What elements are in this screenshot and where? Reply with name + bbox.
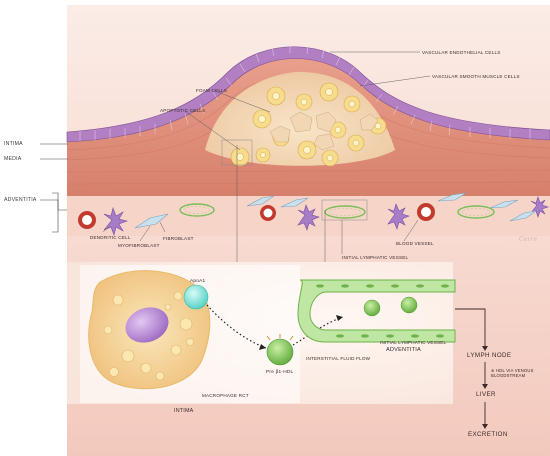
blood-vessel-2 [260,205,276,221]
macrophage-nucleus [125,307,169,343]
apoptotic-cells [269,111,379,151]
label-fibroblast: FIBROBLAST [163,236,194,241]
label-interstitial-flow: INTERSTITIAL FLUID FLOW [306,356,371,361]
label-apoptotic-cells: APOPTOTIC CELLS [160,108,206,113]
lymphatic-cell-nuclei [316,284,449,338]
label-apoa1: ApoA1 [190,279,206,284]
artist-signature: Cerre [519,236,538,243]
dotted-arrow-hdl [292,317,341,346]
pre-hdl-particle [266,338,294,366]
layer-label-adventitia: ADVENTITIA [4,197,37,203]
dendritic-cell-shape [103,196,549,237]
zoom-box-vessel [321,199,368,221]
layer-pointers [40,143,68,233]
label-inset-lymphatic-vessel: INITIAL LYMPHATIC VESSEL [380,340,447,345]
hdl-in-vessel-2 [400,296,418,314]
label-blood-vessel: BLOOD VESSEL [396,241,434,246]
endothelial-layer [66,46,550,143]
label-initial-lymphatic-vessel: INITIAL LYMPHATIC VESSEL [342,255,409,260]
layer-label-intima: INTIMA [4,141,23,147]
flow-arrows [455,308,486,426]
label-inset-intima: INTIMA [174,408,194,414]
label-vascular-smooth-muscle: VASCULAR SMOOTH MUSCLE CELLS [432,74,520,79]
dotted-arrow-head-1 [259,344,266,350]
blood-vessel-3 [417,203,435,221]
hdl-in-vessel-1 [363,299,381,317]
label-vascular-endothelial: VASCULAR ENDOTHELIAL CELLS [422,50,501,55]
endothelial-cell-borders [79,45,531,141]
hdl-spikes [266,334,294,341]
leader-lines [102,51,431,270]
blood-vessel-1 [78,211,96,229]
label-pre-hdl: Pre β1-HDL [266,370,294,375]
dotted-arrow-head-2 [336,315,343,321]
flow-arrow-heads [482,346,488,429]
lipid-droplets [103,291,194,381]
label-venous-note: ⊕ HDL VIA VENOUS BLOODSTREAM [491,368,534,378]
apoa1-particle [183,284,209,310]
label-foam-cells: FOAM CELLS [196,88,228,93]
label-myofibroblast: MYOFIBROBLAST [118,243,160,248]
layer-label-media: MEDIA [4,156,22,162]
fibroblast-shapes [134,192,537,229]
label-inset-adventitia: ADVENTITIA [386,347,421,353]
label-excretion: EXCRETION [468,431,508,438]
zoom-box-plaque [221,139,253,166]
label-dendritic-cell: DENDRITIC CELL [90,235,131,240]
label-liver: LIVER [476,391,496,398]
label-lymph-node: LYMPH NODE [467,352,512,359]
label-macrophage-rct: MACROPHAGE RCT [202,393,249,398]
